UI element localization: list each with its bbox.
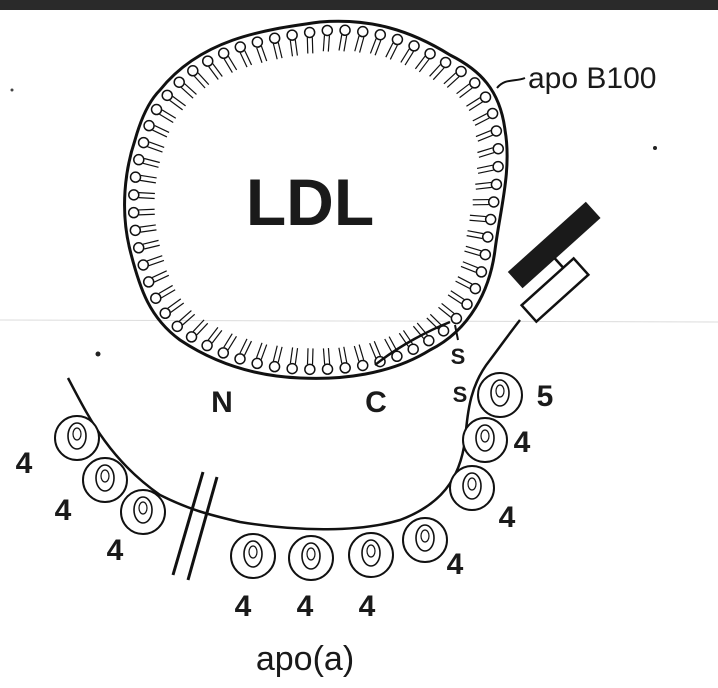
kringle-4-label-bottom-2: 4: [297, 590, 314, 623]
phospholipid: [138, 256, 164, 270]
kringle-4: [403, 518, 447, 562]
kringle-4-label-left-3: 4: [107, 534, 124, 567]
speck: [11, 89, 14, 92]
phospholipid: [152, 105, 176, 123]
phospholipid: [219, 48, 237, 72]
phospholipid: [162, 90, 185, 110]
phospholipid: [139, 138, 165, 153]
kringle-5: [478, 373, 522, 417]
scan-line: [0, 320, 718, 322]
phospholipid: [252, 37, 266, 63]
phospholipid: [477, 144, 503, 158]
kringle-4: [463, 418, 507, 462]
phospholipid: [187, 320, 208, 342]
phospholipid: [354, 345, 367, 371]
phospholipid: [144, 271, 169, 287]
kringle-4: [349, 533, 393, 577]
phospholipid: [160, 299, 183, 318]
top-border-bar: [0, 0, 718, 10]
kringle-4: [83, 458, 127, 502]
phospholipid: [323, 348, 333, 374]
ldl-label: LDL: [246, 165, 374, 239]
speck: [653, 146, 657, 150]
phospholipid: [144, 121, 169, 137]
phospholipid: [151, 285, 175, 303]
phospholipid: [287, 30, 297, 56]
phospholipid: [448, 291, 472, 310]
c-terminus-label: C: [365, 386, 387, 419]
phospholipid: [464, 246, 490, 259]
phospholipid: [475, 179, 501, 189]
kringle-4-label-bottom-1: 4: [235, 590, 252, 623]
phospholipid: [457, 78, 480, 98]
break-mark-1: [173, 472, 203, 575]
phospholipid: [438, 303, 461, 323]
speck: [96, 352, 101, 357]
phospholipid: [339, 347, 350, 373]
kringle-4-label-right-upper: 4: [514, 426, 531, 459]
phospholipid: [134, 155, 160, 168]
phospholipid: [473, 108, 498, 125]
n-terminus-label: N: [211, 386, 233, 419]
phospholipid: [202, 327, 222, 350]
phospholipid: [444, 66, 466, 87]
phospholipid: [203, 56, 223, 79]
apo-b100-pointer: [497, 78, 525, 88]
phospholipid: [252, 343, 267, 369]
break-mark-2: [188, 477, 217, 580]
phospholipid: [466, 92, 490, 110]
phospholipid: [473, 197, 499, 207]
phospholipid: [339, 25, 350, 51]
phospholipid: [270, 33, 282, 59]
phospholipid: [476, 126, 501, 141]
phospholipid: [270, 346, 283, 372]
phospholipid: [129, 190, 155, 200]
phospholipid: [174, 77, 196, 98]
kringle-4: [450, 466, 494, 510]
phospholipid: [287, 347, 297, 373]
phospholipid: [355, 27, 368, 53]
phospholipid: [188, 66, 209, 88]
protease-domain: [499, 202, 623, 322]
phospholipid: [430, 57, 451, 79]
phospholipid: [131, 172, 157, 183]
apo-b100-label: apo B100: [528, 62, 656, 95]
kringle-5-label: 5: [537, 380, 554, 413]
phospholipid: [130, 225, 156, 235]
phospholipid: [134, 240, 160, 252]
phospholipid: [415, 49, 435, 72]
phospholipid: [386, 35, 403, 60]
phospholipid: [235, 339, 251, 364]
phospholipid: [477, 162, 503, 174]
kringle-4-label-left-1: 4: [16, 447, 33, 480]
disulfide-s-top: S: [451, 344, 466, 369]
phospholipid: [218, 334, 236, 358]
phospholipid: [305, 27, 315, 53]
phospholipid: [370, 30, 385, 56]
kringle-4-label-left-2: 4: [55, 494, 72, 527]
kringle-4-label-right-low: 4: [447, 548, 464, 581]
protease-connector: [555, 258, 564, 268]
kringle-4: [55, 416, 99, 460]
phospholipid: [235, 42, 251, 67]
phospholipid: [401, 41, 419, 65]
kringle-4-label-right-mid: 4: [499, 501, 516, 534]
phospholipid: [305, 348, 315, 374]
phospholipid: [322, 25, 332, 51]
phospholipid: [467, 231, 493, 242]
kringle-4-label-bottom-3: 4: [359, 590, 376, 623]
phospholipid: [129, 208, 155, 218]
disulfide-s-bottom: S: [453, 382, 468, 407]
apo-a-label: apo(a): [256, 640, 354, 678]
kringle-4: [231, 534, 275, 578]
phospholipid: [470, 214, 496, 224]
phospholipid: [461, 262, 486, 277]
phospholipid: [456, 277, 481, 294]
kringle-4: [121, 490, 165, 534]
kringle-4: [289, 536, 333, 580]
